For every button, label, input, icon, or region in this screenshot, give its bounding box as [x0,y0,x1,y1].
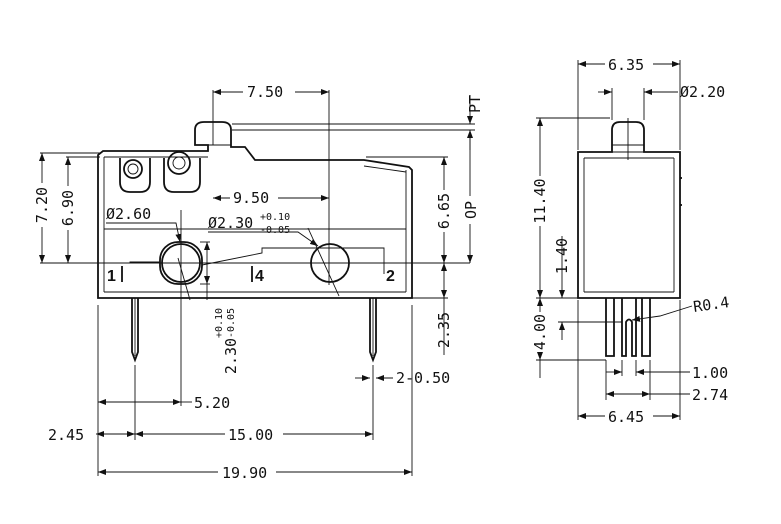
dim-5-20: 5.20 [194,394,230,412]
dim-2-30-tol-minus: -0.05 [260,225,290,236]
terminal-1-label: 1 [107,268,116,285]
dim-2-74: 2.74 [692,386,728,404]
dim-2-35: 2.35 [435,312,453,348]
dim-2-30-vertical-tol-minus: -0.05 [226,308,237,338]
dim-1-00: 1.00 [692,364,728,382]
side-pins [605,298,651,357]
side-view: 6.35 Ø2.20 11.40 1.40 4.00 R0.4 1.00 2.7… [531,55,730,426]
dim-6-90: 6.90 [59,190,77,226]
extension-lines [40,123,475,476]
dim-2-0-50: 2-0.50 [396,369,450,387]
dim-2-30-tol-plus: +0.10 [260,212,290,223]
dim-6-45: 6.45 [608,408,644,426]
side-body-outline [577,118,682,299]
dim-6-65: 6.65 [435,193,453,229]
terminal-2-label: 2 [386,268,395,285]
dim-1-40: 1.40 [553,238,571,274]
dim-op: OP [462,201,480,219]
dim-2-30-vertical: 2.30 [222,338,240,374]
terminal-4-label: 4 [255,268,264,285]
switch-body-outline [97,121,413,299]
dim-9-50: 9.50 [233,189,269,207]
dim-dia-2-60: Ø2.60 [106,205,151,223]
dim-6-35: 6.35 [608,56,644,74]
dim-19-90: 19.90 [222,464,267,482]
terminal-pins [131,298,377,363]
dim-11-40: 11.40 [531,178,549,223]
front-view: 1 4 2 [33,82,484,482]
dim-7-50: 7.50 [247,83,283,101]
dim-r0-4: R0.4 [692,293,730,316]
dim-dia-2-20: Ø2.20 [680,83,725,101]
dim-4-00: 4.00 [531,314,549,350]
dim-15-00: 15.00 [228,426,273,444]
dim-dia-2-30: Ø2.30 [208,214,253,232]
dim-2-45: 2.45 [48,426,84,444]
top-left-holes [119,151,201,193]
dim-2-30-vertical-tol-plus: +0.10 [214,308,225,338]
dim-7-20: 7.20 [33,187,51,223]
dim-pt: PT [466,95,484,113]
